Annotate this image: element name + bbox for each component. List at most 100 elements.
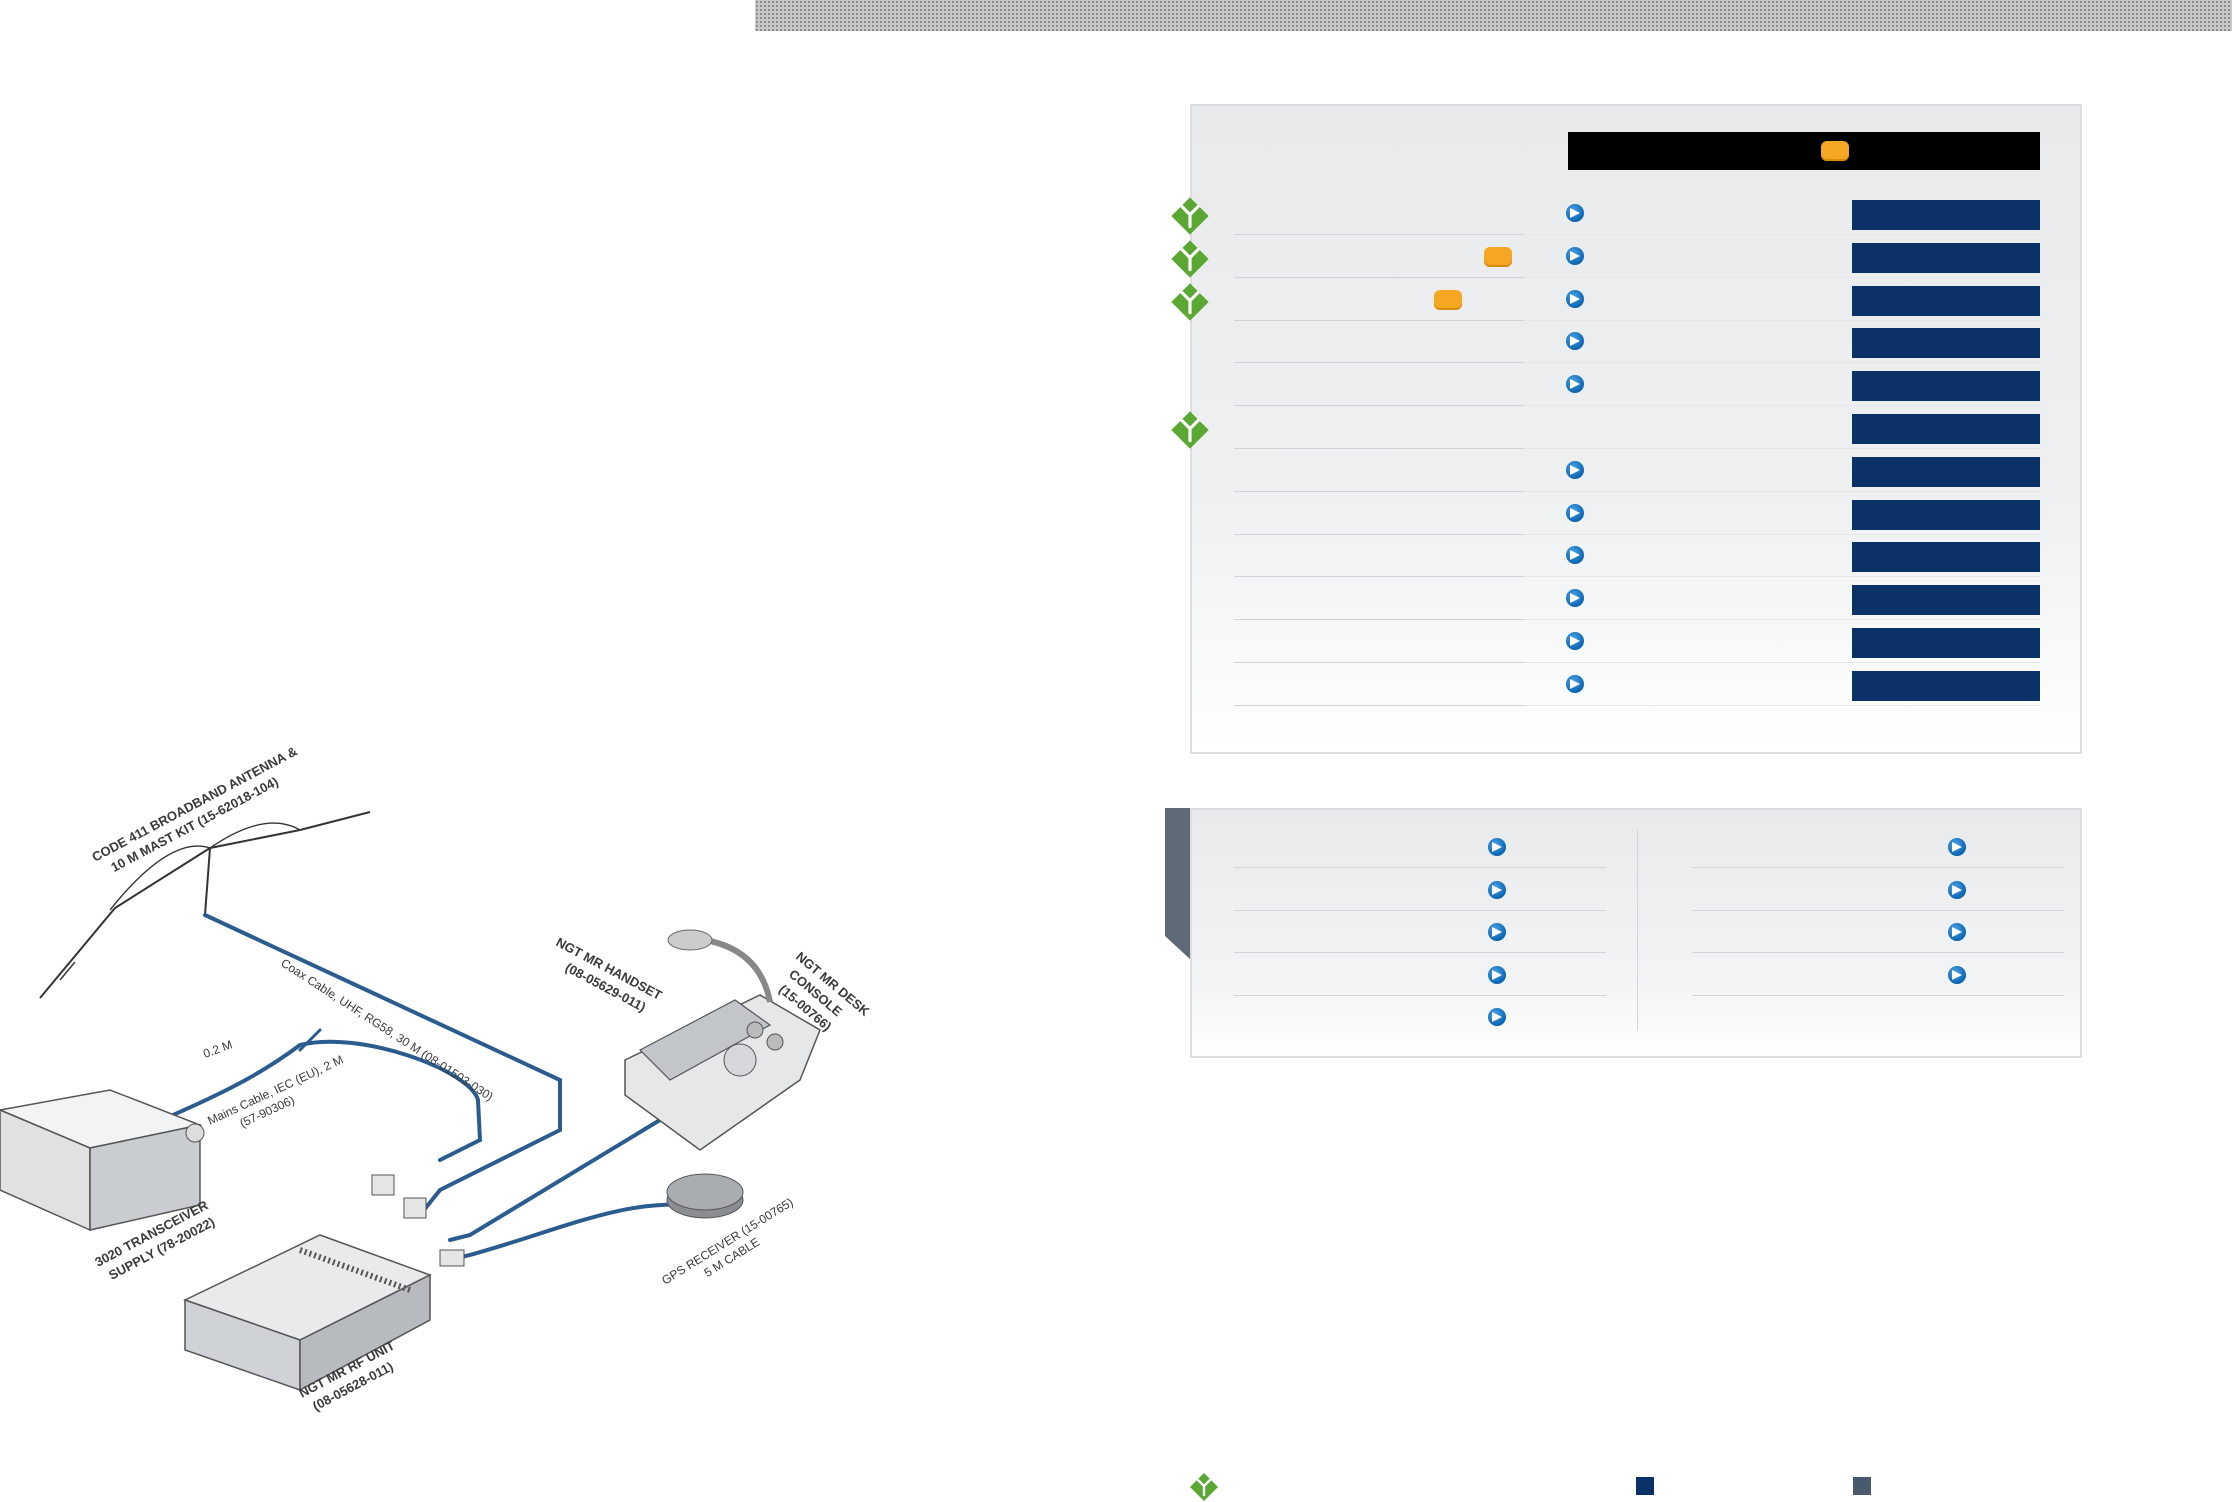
row-divider bbox=[1524, 276, 2040, 278]
arrow-right-circle-icon[interactable] bbox=[1566, 375, 1584, 394]
spec-row bbox=[1234, 278, 2040, 321]
navy-value-bar bbox=[1852, 414, 2040, 444]
row-divider bbox=[1234, 662, 1524, 663]
row-divider bbox=[1234, 619, 1524, 621]
arrow-right-circle-icon[interactable] bbox=[1488, 923, 1506, 941]
row-divider bbox=[1524, 704, 2040, 706]
arrow-right-circle-icon[interactable] bbox=[1566, 546, 1584, 565]
row-divider bbox=[1234, 276, 1524, 278]
spec-row bbox=[1234, 620, 2040, 663]
arrow-right-circle-icon[interactable] bbox=[1566, 246, 1584, 265]
svg-text:Coax Cable, UHF, RG58, 30 M (0: Coax Cable, UHF, RG58, 30 M (08-01503-03… bbox=[278, 956, 495, 1104]
arrow-right-circle-icon[interactable] bbox=[1488, 965, 1506, 984]
header-orange-badge bbox=[1821, 141, 1849, 161]
row-divider bbox=[1234, 867, 1606, 868]
row-divider bbox=[1524, 405, 2040, 407]
svg-text:Mains Cable, IEC (EU), 2 M: Mains Cable, IEC (EU), 2 M (57-90306) bbox=[205, 1051, 355, 1142]
arrow-right-circle-icon[interactable] bbox=[1566, 503, 1584, 522]
navy-value-bar bbox=[1852, 242, 2040, 273]
row-divider bbox=[1234, 319, 1524, 321]
arrow-right-circle-icon[interactable] bbox=[1566, 289, 1584, 308]
row-orange-badge bbox=[1434, 289, 1462, 310]
cables bbox=[148, 913, 692, 1262]
row-divider bbox=[1524, 448, 2040, 449]
option-row bbox=[1692, 826, 2064, 868]
spec-row bbox=[1234, 534, 2040, 578]
spec-row bbox=[1234, 192, 2040, 235]
cable-02m-label: 0.2 M bbox=[201, 1037, 234, 1060]
spec-row bbox=[1234, 492, 2040, 535]
arrow-right-circle-icon[interactable] bbox=[1566, 460, 1584, 479]
row-divider bbox=[1234, 533, 1524, 535]
navy-value-bar bbox=[1852, 371, 2040, 402]
navy-value-bar bbox=[1852, 499, 2040, 530]
spec-row bbox=[1234, 406, 2040, 449]
green-antenna-diamond-icon bbox=[1171, 282, 1209, 321]
svg-text:0.2 M: 0.2 M bbox=[201, 1037, 234, 1060]
arrow-right-circle-icon[interactable] bbox=[1948, 880, 1966, 899]
arrow-right-circle-icon[interactable] bbox=[1948, 838, 1966, 856]
arrow-right-circle-icon[interactable] bbox=[1488, 1008, 1506, 1026]
navy-value-bar bbox=[1852, 585, 2040, 616]
top-dotted-band bbox=[755, 0, 2232, 31]
options-divider bbox=[1637, 830, 1638, 1030]
green-antenna-diamond-icon bbox=[1171, 411, 1209, 449]
legend-green-antenna-diamond-icon bbox=[1190, 1473, 1218, 1501]
row-divider bbox=[1234, 704, 1524, 706]
row-divider bbox=[1692, 952, 2064, 953]
spec-row bbox=[1234, 449, 2040, 492]
option-row bbox=[1234, 911, 1606, 953]
option-row bbox=[1692, 869, 2064, 911]
legend-navy-swatch bbox=[1636, 1477, 1654, 1495]
row-divider bbox=[1234, 909, 1606, 911]
row-divider bbox=[1234, 448, 1524, 449]
navy-value-bar bbox=[1852, 670, 2040, 701]
row-divider bbox=[1524, 533, 2040, 535]
navy-value-bar bbox=[1852, 285, 2040, 316]
row-divider bbox=[1524, 619, 2040, 621]
spec-row bbox=[1234, 577, 2040, 621]
option-row bbox=[1692, 954, 2064, 996]
arrow-right-circle-icon[interactable] bbox=[1566, 632, 1584, 650]
svg-text:NGT MR HANDSET (08-05629: NGT MR HANDSET (08-05629-011) bbox=[545, 934, 668, 1020]
arrow-right-circle-icon[interactable] bbox=[1566, 332, 1584, 351]
option-row bbox=[1692, 911, 2064, 953]
spec-row bbox=[1234, 663, 2040, 706]
row-divider bbox=[1234, 490, 1524, 492]
arrow-right-circle-icon[interactable] bbox=[1488, 880, 1506, 899]
row-divider bbox=[1524, 662, 2040, 663]
navy-value-bar bbox=[1852, 628, 2040, 658]
arrow-right-circle-icon[interactable] bbox=[1566, 204, 1584, 222]
arrow-right-circle-icon[interactable] bbox=[1948, 923, 1966, 941]
legend-slate-swatch bbox=[1853, 1477, 1871, 1495]
spec-row bbox=[1234, 320, 2040, 364]
spec-row bbox=[1234, 235, 2040, 278]
row-divider bbox=[1234, 405, 1524, 407]
arrow-right-circle-icon[interactable] bbox=[1488, 838, 1506, 856]
green-antenna-diamond-icon bbox=[1171, 197, 1209, 235]
coax-label: Coax Cable, UHF, RG58, 30 M (08-01503-03… bbox=[278, 956, 495, 1104]
second-panel-tab bbox=[1165, 808, 1191, 960]
navy-value-bar bbox=[1852, 542, 2040, 573]
panel-header-bar bbox=[1568, 132, 2040, 170]
system-diagram: CODE 411 BROADBAND ANTENNA & 10 M MAST K… bbox=[0, 742, 873, 1414]
row-divider bbox=[1234, 952, 1606, 953]
arrow-right-circle-icon[interactable] bbox=[1948, 965, 1966, 984]
arrow-right-circle-icon[interactable] bbox=[1566, 589, 1584, 608]
row-divider bbox=[1692, 909, 2064, 911]
transceiver-supply-box bbox=[0, 1089, 205, 1232]
rf-unit-box bbox=[183, 1174, 465, 1392]
options-panel bbox=[1190, 808, 2082, 1058]
row-orange-badge bbox=[1484, 246, 1512, 267]
option-row bbox=[1234, 996, 1606, 1038]
row-divider bbox=[1692, 994, 2064, 996]
option-row bbox=[1234, 954, 1606, 996]
arrow-right-circle-icon[interactable] bbox=[1566, 674, 1584, 693]
navy-value-bar bbox=[1852, 328, 2040, 359]
row-divider bbox=[1234, 234, 1524, 235]
row-divider bbox=[1524, 490, 2040, 492]
navy-value-bar bbox=[1852, 456, 2040, 487]
svg-text:CODE 411 BROADBAND ANTENNA &: CODE 411 BROADBAND ANTENNA & 10 M MAST K… bbox=[89, 742, 311, 881]
spec-row bbox=[1234, 363, 2040, 407]
row-divider bbox=[1524, 234, 2040, 235]
